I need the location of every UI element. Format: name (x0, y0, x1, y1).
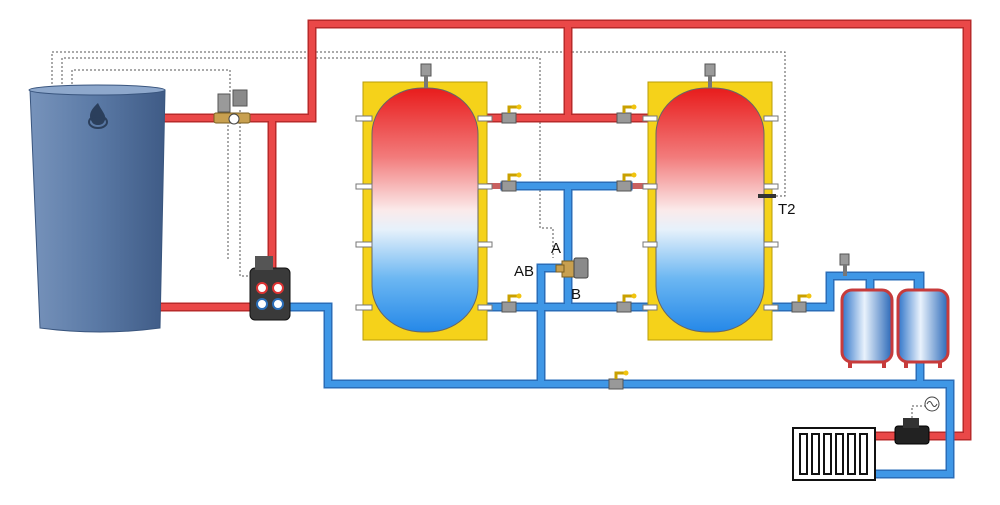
ball-valves[interactable] (501, 104, 812, 390)
ball-valve[interactable] (608, 370, 629, 390)
ball-valve[interactable] (616, 293, 637, 313)
port-ab-label: AB (514, 263, 534, 280)
expansion-vessels (839, 253, 950, 368)
sensor-t2 (758, 194, 776, 198)
expansion-vessel-2 (896, 288, 950, 368)
buffer-tank-right (642, 63, 779, 341)
buffer-tank-left (355, 63, 493, 341)
safety-valve-group[interactable] (213, 89, 251, 125)
air-vent-icon (839, 253, 850, 276)
radiator (792, 427, 876, 481)
heating-circuit-pump[interactable] (894, 396, 940, 445)
port-b-label: B (571, 286, 581, 303)
cold-pipes (285, 181, 955, 479)
port-a-label: A (551, 240, 561, 257)
boiler-pump-group[interactable] (249, 256, 291, 321)
sine-wave-icon (924, 396, 940, 412)
sensor-wiring (51, 51, 786, 277)
boiler (28, 84, 166, 333)
sensor-t2-label: T2 (778, 201, 796, 218)
air-vent-icon (420, 63, 432, 88)
ball-valve[interactable] (791, 293, 812, 313)
ball-valve[interactable] (616, 104, 637, 124)
ball-valve[interactable] (501, 104, 522, 124)
ball-valve[interactable] (501, 172, 522, 192)
ball-valve[interactable] (501, 293, 522, 313)
gauge-icon (228, 113, 240, 125)
flame-icon (88, 103, 108, 129)
ball-valve[interactable] (616, 172, 637, 192)
three-way-mixing-valve[interactable] (555, 257, 589, 279)
air-vent-icon (704, 63, 716, 88)
expansion-vessel-1 (840, 288, 894, 368)
